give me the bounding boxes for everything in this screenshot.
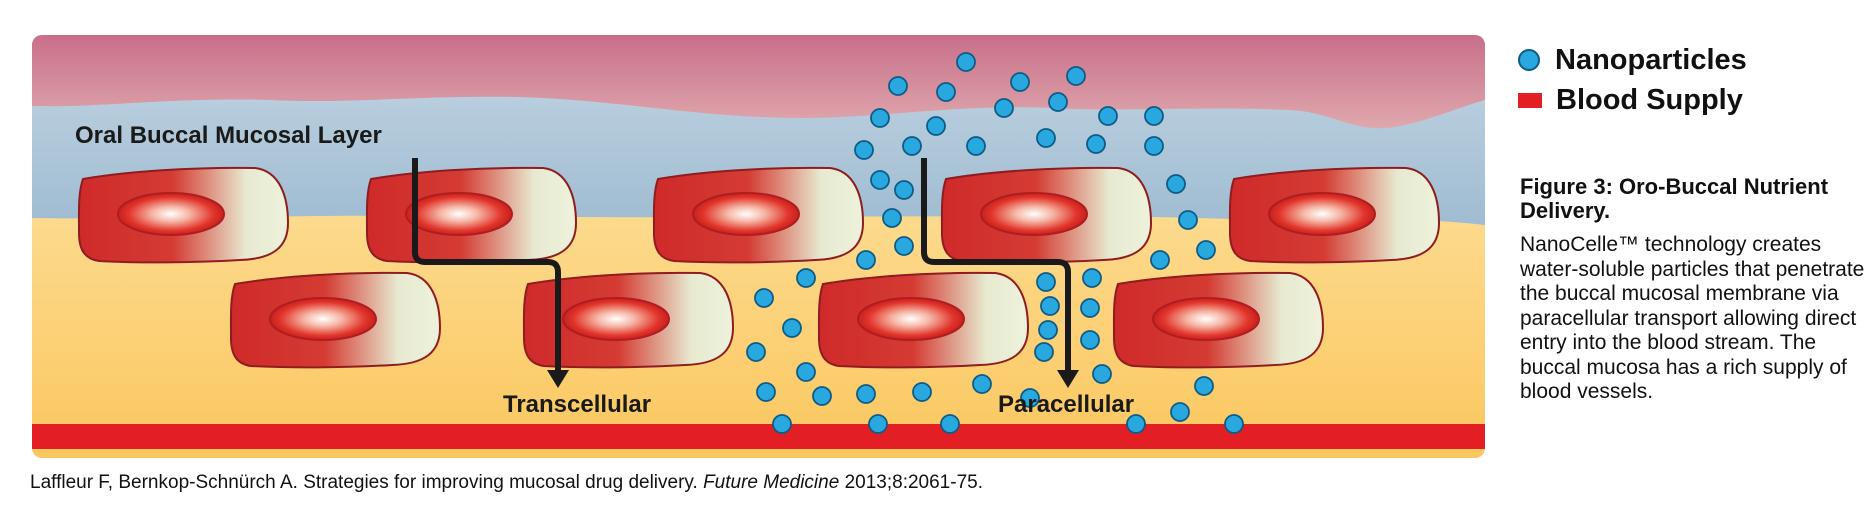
paracellular-arrowhead [1057,370,1079,388]
epithelial-cell [817,271,1029,369]
nanoparticle [870,170,890,190]
paracellular-arrow [921,158,1071,372]
nanoparticle [1194,376,1214,396]
nanoparticle [854,140,874,160]
nanoparticle [1178,210,1198,230]
nanoparticle [856,250,876,270]
layer-label: Oral Buccal Mucosal Layer [75,122,382,149]
nanoparticle [1082,268,1102,288]
citation-details: 2013;8:2061-75. [839,472,983,493]
epithelial-cell [365,166,577,264]
nanoparticle [812,386,832,406]
nanoparticle [1048,92,1068,112]
legend-item-blood-supply: Blood Supply [1518,80,1747,120]
paracellular-label: Paracellular [998,391,1134,418]
citation: Laffleur F, Bernkop-Schnürch A. Strategi… [30,472,983,494]
nanoparticle [1150,250,1170,270]
nanoparticle [894,236,914,256]
epithelial-cell [77,166,289,264]
nanoparticle [746,342,766,362]
nanoparticle [994,98,1014,118]
caption-body: NanoCelle™ technology creates water-solu… [1520,233,1865,403]
nanoparticle [902,136,922,156]
nanoparticle [894,180,914,200]
citation-authors: Laffleur F, Bernkop-Schnürch A. Strategi… [30,472,704,493]
nanoparticle [926,116,946,136]
nanoparticle [1080,330,1100,350]
nanoparticle [936,82,956,102]
transcellular-arrowhead [547,370,569,388]
epithelial-cell [940,166,1152,264]
nanoparticle [1144,106,1164,126]
nanoparticle [912,382,932,402]
nanoparticle [856,384,876,404]
nanoparticle [972,374,992,394]
nanoparticle [1170,402,1190,422]
nanoparticle [868,414,888,434]
nanoparticle [888,76,908,96]
epithelial-cell [1112,271,1324,369]
nanoparticle [1010,72,1030,92]
nanoparticle [956,52,976,72]
nanoparticle [882,208,902,228]
legend-label-blood-supply: Blood Supply [1556,83,1743,116]
nanoparticle [1020,388,1040,408]
nanoparticle [1066,66,1086,86]
nanoparticle [1092,364,1112,384]
nanoparticle [772,414,792,434]
legend-label-nanoparticles: Nanoparticles [1555,43,1747,76]
nanoparticle [940,414,960,434]
nanoparticle [1086,134,1106,154]
nanoparticle [1098,106,1118,126]
nanoparticle [1036,272,1056,292]
transcellular-label: Transcellular [503,391,651,418]
blood-supply-swatch-icon [1518,92,1542,108]
nanoparticle [1036,128,1056,148]
nanoparticle [966,136,986,156]
legend-item-nanoparticles: Nanoparticles [1518,40,1747,80]
nanoparticle [1166,174,1186,194]
citation-journal: Future Medicine [703,472,840,493]
epithelial-cell [652,166,864,264]
blood-supply [32,424,1485,449]
nanoparticle [1144,136,1164,156]
nanoparticle [1038,320,1058,340]
mucus-layer [32,35,1485,129]
nanoparticle-dot-icon [1518,49,1540,71]
buccal-delivery-diagram: Oral Buccal Mucosal Layer Transcellular … [32,35,1485,458]
nanoparticle [1126,414,1146,434]
legend: Nanoparticles Blood Supply [1518,40,1747,120]
nanoparticle [1034,342,1054,362]
nanoparticle [756,382,776,402]
caption-title: Figure 3: Oro-Buccal Nutrient Delivery. [1520,174,1829,223]
nanoparticle-group [746,52,1244,434]
figure-caption: Figure 3: Oro-Buccal Nutrient Delivery. … [1520,175,1865,405]
nanoparticle [754,288,774,308]
nanoparticle [782,318,802,338]
transcellular-arrow [412,158,561,372]
epithelial-cell [1228,166,1440,264]
nanoparticle [1080,298,1100,318]
nanoparticle [1196,240,1216,260]
epithelial-cell [229,271,441,369]
nanoparticle [796,362,816,382]
nanoparticle [1224,414,1244,434]
nanoparticle [870,108,890,128]
nanoparticle [1040,296,1060,316]
nanoparticle [796,268,816,288]
